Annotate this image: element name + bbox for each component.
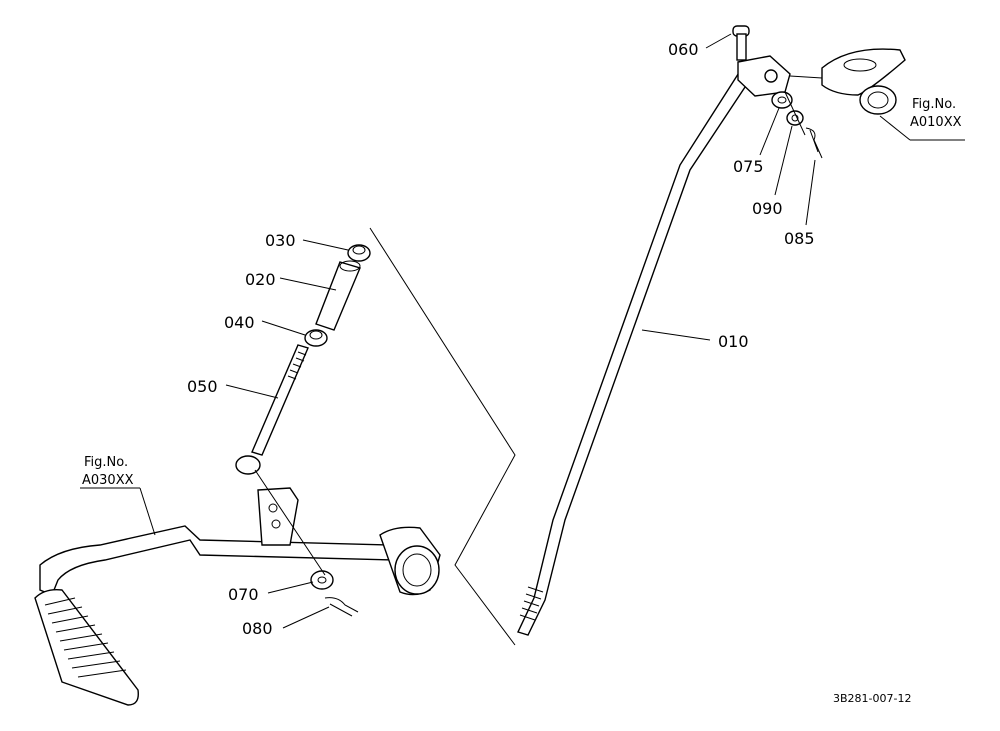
washer-070 (310, 570, 334, 590)
callout-085: 085 (784, 229, 815, 248)
sleeve-020 (315, 260, 361, 331)
fig-ref-label-left: Fig.No. (84, 455, 128, 470)
rod-010 (517, 67, 757, 636)
callout-060: 060 (668, 40, 699, 59)
callout-030: 030 (265, 231, 296, 250)
clevis-pin-060 (732, 25, 750, 61)
callout-020: 020 (245, 270, 276, 289)
assembly-plane-outline (369, 227, 516, 646)
centerline-clip (784, 91, 806, 136)
callout-050: 050 (187, 377, 218, 396)
drawing-code: 3B281-007-12 (833, 692, 911, 705)
callout-075: 075 (733, 157, 764, 176)
nut-030 (347, 244, 371, 262)
pedal-pad (34, 588, 139, 706)
fig-ref-label-right: Fig.No. (912, 97, 956, 112)
callout-070: 070 (228, 585, 259, 604)
rod-top-yoke (737, 55, 791, 97)
fig-ref-code-left: A030XX (82, 473, 134, 488)
callout-080: 080 (242, 619, 273, 638)
r-clip-085 (805, 127, 823, 159)
centerline-rod-pin (254, 469, 326, 576)
callout-090: 090 (752, 199, 783, 218)
r-clip-080 (324, 597, 359, 617)
pedal-arm (39, 487, 441, 596)
lever-bracket (789, 48, 906, 115)
leader-lines (80, 33, 965, 629)
callout-040: 040 (224, 313, 255, 332)
nut-040 (304, 329, 328, 347)
callout-010: 010 (718, 332, 749, 351)
fig-ref-code-right: A010XX (910, 115, 962, 130)
threaded-rod-050 (235, 344, 309, 475)
